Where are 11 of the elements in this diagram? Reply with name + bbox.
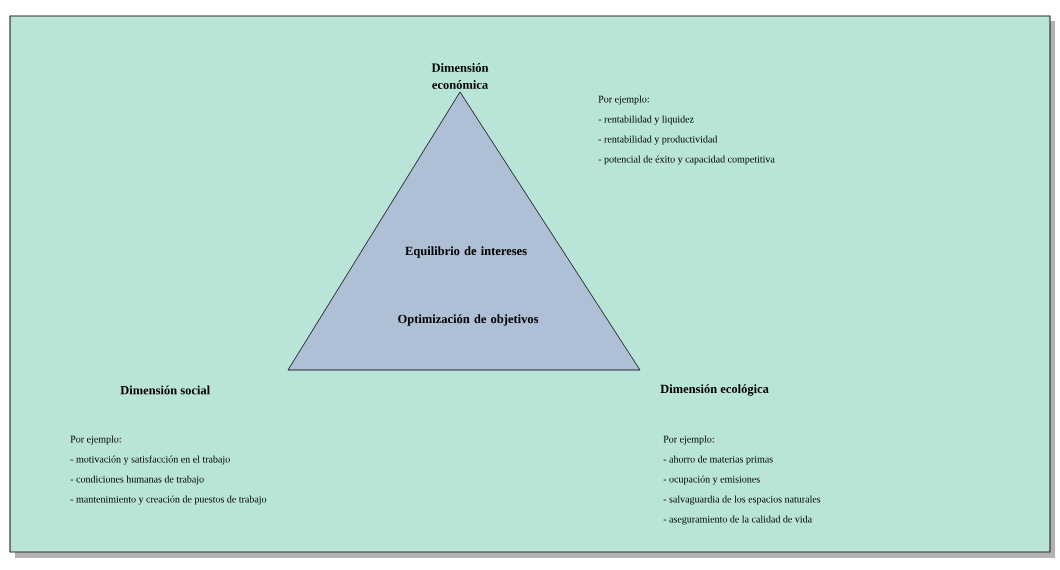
example-text: - motivación y satisfacción en el trabajo [70, 455, 230, 465]
heading: Dimensión social [120, 385, 210, 395]
example-text: - condiciones humanas de trabajo [70, 475, 204, 485]
example-text: Por ejemplo: [663, 435, 714, 445]
example-text: Por ejemplo: [70, 435, 121, 445]
example-text: - mantenimiento y creación de puestos de trabajo [70, 495, 267, 505]
example-text: - ahorro de materias primas [663, 455, 773, 465]
example-text: - salvaguardia de los espacios naturales [663, 495, 821, 505]
example-text: - ocupación y emisiones [663, 475, 760, 485]
example-text: - aseguramiento de la calidad de vida [663, 515, 812, 525]
heading: Dimensión ecológica [660, 384, 769, 396]
